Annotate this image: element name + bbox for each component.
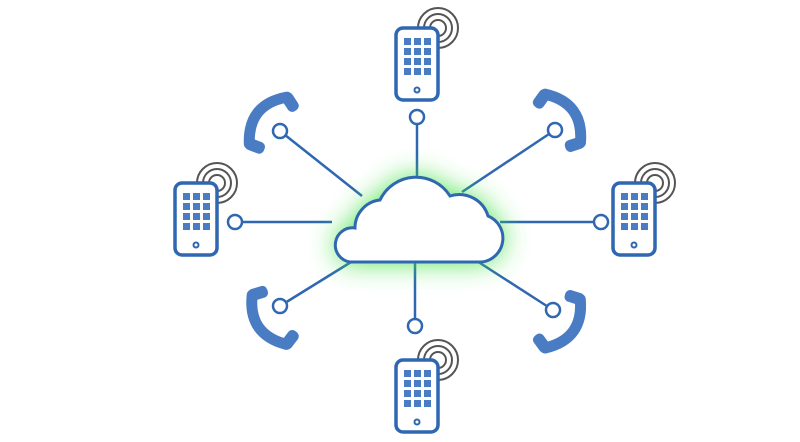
keypad-key [203,193,210,200]
telephone-bottom-right [532,290,587,354]
connector-node-icon [271,297,289,315]
telephone-handset-icon [532,88,587,152]
home-button [192,241,200,249]
mobile-phone-left [173,162,238,257]
handset-mouthpiece [244,138,265,154]
keypad-key [424,380,431,387]
keypad-key [203,203,210,210]
keypad-key [404,370,411,377]
keypad-key [621,223,628,230]
keypad-key [641,203,648,210]
keypad-key [404,68,411,75]
keypad-key [424,58,431,65]
keypad-key [424,38,431,45]
keypad-key [631,193,638,200]
home-button [413,418,421,426]
handset-earpiece [281,92,299,112]
connector-node-icon [408,108,426,126]
connection-line [461,128,556,194]
telephone-handset-icon [532,290,587,354]
mobile-phone-right [611,162,676,257]
keypad-key [193,223,200,230]
keypad-key [424,390,431,397]
devices [173,7,676,434]
keypad-key [193,213,200,220]
keypad-key [414,58,421,65]
keypad-key [424,370,431,377]
mobile-phone-bottom [394,339,459,434]
handset-mouthpiece [564,290,585,305]
handset-spine [246,289,292,350]
telephone-top-right [532,88,587,152]
handset-spine [539,88,587,149]
keypad-key [414,48,421,55]
keypad-key [621,193,628,200]
handset-earpiece [247,285,269,301]
connector-node-icon [544,301,562,319]
keypad-key [621,213,628,220]
keypad-key [203,223,210,230]
handset-earpiece [564,136,585,152]
keypad-key [631,223,638,230]
keypad-key [414,68,421,75]
keypad-key [641,193,648,200]
keypad-key [631,203,638,210]
keypad-key [404,58,411,65]
keypad-key [183,193,190,200]
telephone-bottom-left [246,285,299,350]
cloud-hub [333,175,505,264]
connector-node-icon [592,213,610,231]
keypad-key [404,38,411,45]
keypad-key [414,38,421,45]
connector-node-icon [546,121,564,139]
handset-earpiece [532,333,551,353]
keypad-key [404,48,411,55]
handset-mouthpiece [281,330,299,350]
mobile-phone-top [394,7,459,102]
keypad-key [631,213,638,220]
cloud-icon [333,175,505,264]
handset-spine [243,91,293,150]
handset-mouthpiece [532,89,551,109]
keypad-key [414,370,421,377]
connector-node-icon [271,122,289,140]
connector-node-icon [226,213,244,231]
keypad-key [404,390,411,397]
connector-node-icon [406,317,424,335]
handset-spine [539,293,587,354]
keypad-key [193,193,200,200]
keypad-key [424,400,431,407]
keypad-key [641,223,648,230]
keypad-key [183,213,190,220]
home-button [413,86,421,94]
keypad-key [183,203,190,210]
keypad-key [621,203,628,210]
keypad-key [424,68,431,75]
keypad-key [414,380,421,387]
connection-line [279,130,363,197]
telephone-handset-icon [246,285,299,350]
keypad-key [641,213,648,220]
keypad-key [414,400,421,407]
telephone-handset-icon [243,91,299,154]
keypad-key [203,213,210,220]
home-button [630,241,638,249]
telephone-top-left [243,91,299,154]
keypad-key [183,223,190,230]
keypad-key [414,390,421,397]
keypad-key [193,203,200,210]
keypad-key [424,48,431,55]
keypad-key [404,400,411,407]
keypad-key [404,380,411,387]
